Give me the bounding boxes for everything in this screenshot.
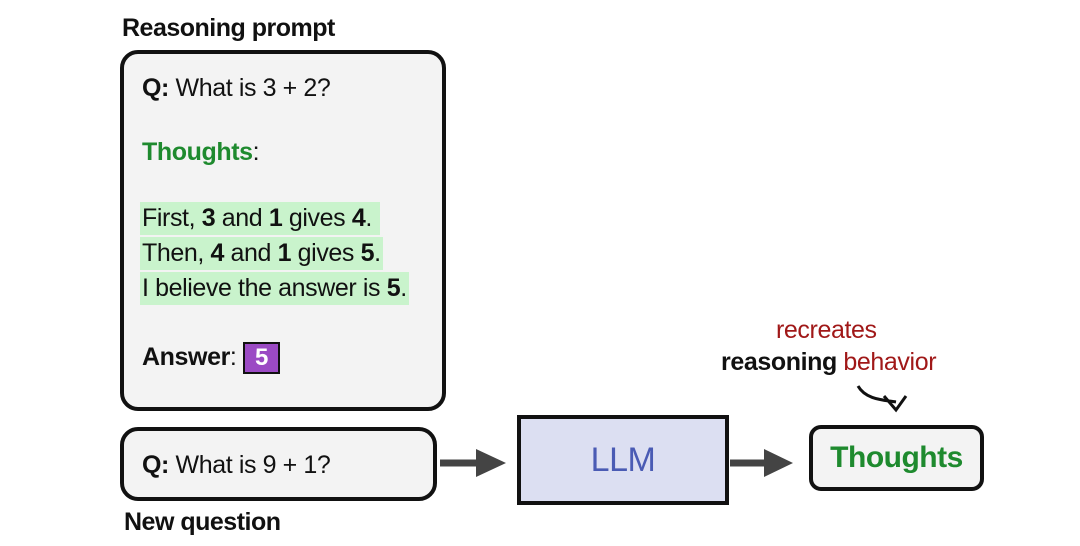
annotation-reasoning: reasoning <box>721 348 837 376</box>
thought-3-end: . <box>400 274 407 302</box>
output-thoughts-box: Thoughts <box>809 425 984 491</box>
arrow-question-to-llm <box>440 449 506 477</box>
thought-3-c: 5 <box>386 274 401 302</box>
thought-1-mid: and <box>215 204 269 232</box>
thought-1-b: 1 <box>268 204 283 232</box>
reasoning-prompt-heading: Reasoning prompt <box>122 14 335 42</box>
new-q-label: Q: <box>142 451 169 479</box>
thought-1-a: 3 <box>201 204 216 232</box>
curved-annotation-arrow <box>856 385 908 413</box>
thought-line-3: I believe the answer is 5. <box>140 272 409 305</box>
new-question-line: Q: What is 9 + 1? <box>142 451 331 480</box>
prompt-question-text: What is 3 + 2? <box>175 74 331 102</box>
thoughts-label: Thoughts <box>142 138 253 166</box>
annotation-recreates: recreates <box>776 316 877 344</box>
answer-label: Answer <box>142 343 230 371</box>
thought-2-post: gives <box>291 239 361 267</box>
thoughts-colon: : <box>252 138 260 166</box>
thought-2-a: 4 <box>210 239 224 267</box>
thought-line-1: First, 3 and 1 gives 4. <box>140 202 381 235</box>
new-question-box: Q: What is 9 + 1? <box>120 427 437 501</box>
new-question-heading: New question <box>124 508 281 536</box>
thought-2-pre: Then, <box>142 239 211 267</box>
llm-box: LLM <box>517 415 729 505</box>
llm-label: LLM <box>590 440 656 479</box>
thought-2-mid: and <box>224 239 278 267</box>
thought-1-post: gives <box>282 204 352 232</box>
arrow-llm-to-thoughts <box>730 449 793 477</box>
prompt-question-line: Q: What is 3 + 2? <box>142 74 331 103</box>
thought-2-end: . <box>374 239 381 267</box>
prompt-q-label: Q: <box>142 74 169 102</box>
thought-line-2: Then, 4 and 1 gives 5. <box>140 237 383 270</box>
new-question-text: What is 9 + 1? <box>175 451 331 479</box>
annotation-line-2: reasoning behavior <box>721 348 937 377</box>
thought-1-c: 4 <box>351 204 366 232</box>
thought-2-b: 1 <box>277 239 292 267</box>
annotation-behavior: behavior <box>843 348 937 376</box>
thoughts-heading-line: Thoughts: <box>142 138 260 167</box>
answer-value-badge: 5 <box>243 342 280 374</box>
thought-3-pre: I believe the answer is <box>142 274 387 302</box>
answer-colon: : <box>229 343 237 371</box>
thought-1-pre: First, <box>142 204 202 232</box>
output-thoughts-label: Thoughts <box>830 441 963 474</box>
reasoning-prompt-box: Q: What is 3 + 2? Thoughts: First, 3 and… <box>120 50 446 411</box>
answer-line: Answer: 5 <box>142 342 280 374</box>
thought-1-end: . <box>365 204 372 232</box>
thought-2-c: 5 <box>360 239 375 267</box>
